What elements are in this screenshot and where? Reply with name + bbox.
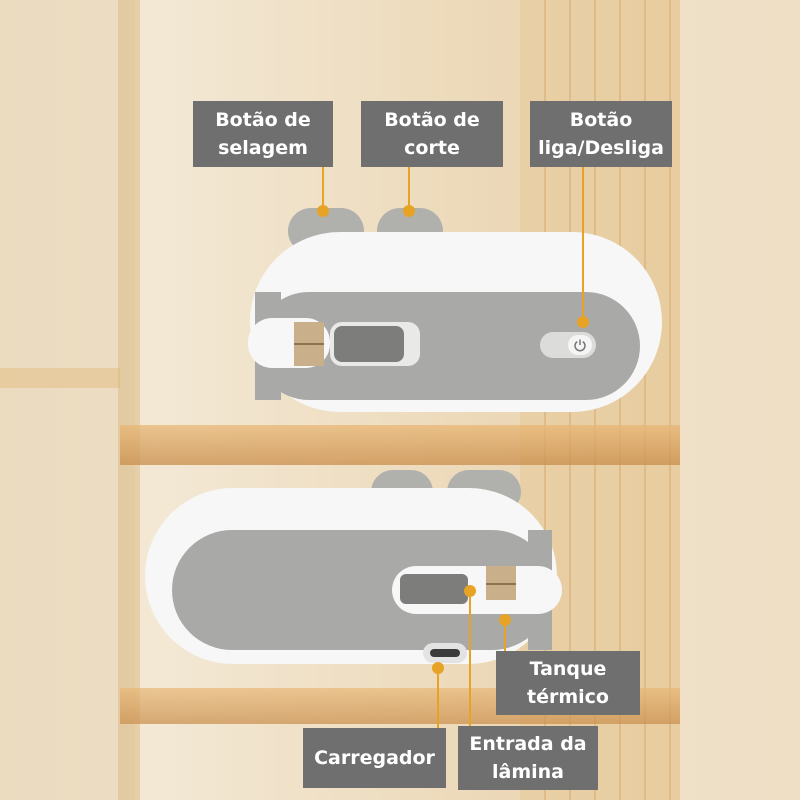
power-button-callout: Botão liga/Desliga <box>530 101 672 167</box>
seal-button-callout-line2: selagem <box>218 137 308 159</box>
seal-button-marker <box>317 205 329 217</box>
power-icon[interactable] <box>540 332 596 358</box>
seal-button-leader <box>322 167 324 211</box>
power-button-leader <box>582 167 584 322</box>
cut-button-leader <box>408 167 410 211</box>
blade-entry-callout-line2: lâmina <box>492 761 564 783</box>
charger-callout: Carregador <box>303 728 446 788</box>
blade-entry-leader <box>469 591 471 728</box>
cut-button-callout-line2: corte <box>404 137 460 159</box>
cut-button-callout: Botão de corte <box>361 101 503 167</box>
blade-entry-callout: Entrada da lâmina <box>458 726 598 790</box>
power-button-callout-line1: Botão <box>569 109 633 131</box>
cut-button-marker <box>403 205 415 217</box>
cut-button-callout-line1: Botão de <box>384 109 480 131</box>
power-button-marker <box>577 316 589 328</box>
charger-leader <box>437 668 439 728</box>
usb-c-port-icon <box>423 643 467 663</box>
heat-tank-callout-line1: Tanque <box>529 658 607 680</box>
blade-entry-callout-line1: Entrada da <box>469 733 587 755</box>
power-button-callout-line2: liga/Desliga <box>538 137 664 159</box>
charger-callout-line1: Carregador <box>314 747 435 769</box>
seal-button-callout-line1: Botão de <box>215 109 311 131</box>
heat-tank-callout-line2: térmico <box>527 686 609 708</box>
seal-button-callout: Botão de selagem <box>193 101 333 167</box>
heat-tank-leader <box>504 620 506 652</box>
heat-tank-callout: Tanque térmico <box>496 651 640 715</box>
